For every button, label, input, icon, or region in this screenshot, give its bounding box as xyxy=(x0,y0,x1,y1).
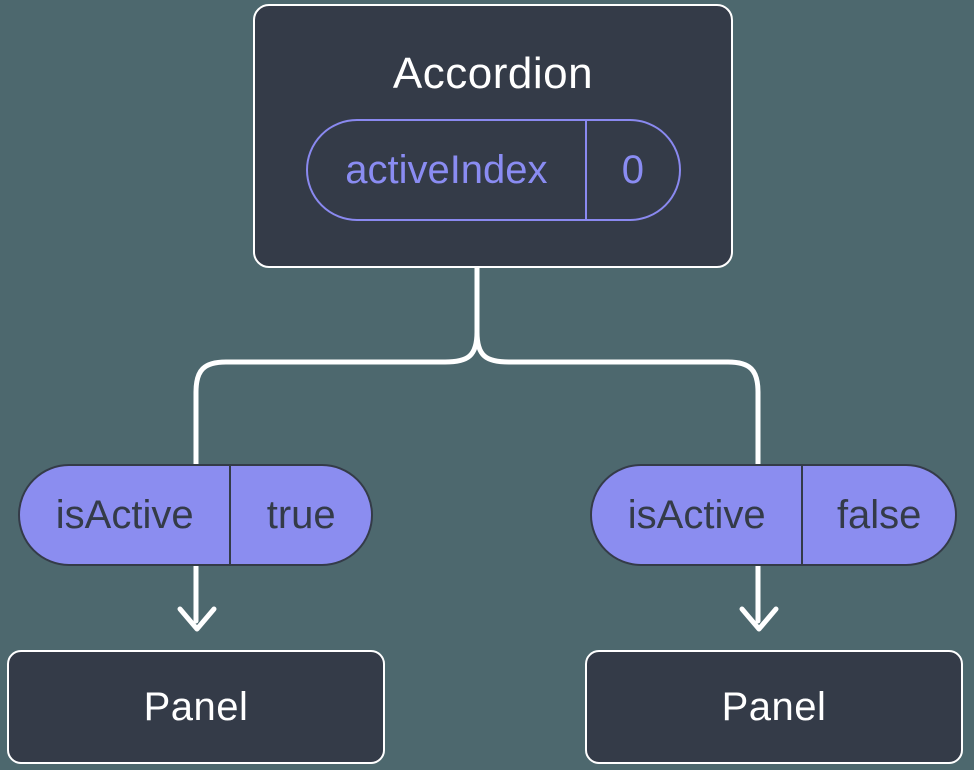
arrow-right-head-icon xyxy=(739,606,779,632)
arrow-left-head-icon xyxy=(177,606,217,632)
accordion-node-title: Accordion xyxy=(392,49,594,98)
prop-pill-left-value: true xyxy=(229,466,371,564)
panel-node-left-title: Panel xyxy=(143,684,249,729)
state-pill-name: activeIndex xyxy=(345,148,548,192)
panel-node-right-title: Panel xyxy=(721,684,827,729)
connector-branch-right xyxy=(474,329,761,469)
state-pill: activeIndex 0 xyxy=(306,119,681,221)
connector-branch-left xyxy=(193,329,480,469)
prop-pill-left-name: isActive xyxy=(55,493,194,537)
state-pill-value: 0 xyxy=(584,121,679,219)
panel-node-left: Panel xyxy=(7,650,385,764)
panel-node-right: Panel xyxy=(585,650,963,764)
prop-pill-right-value: false xyxy=(801,466,955,564)
accordion-node: Accordion activeIndex 0 xyxy=(253,4,733,268)
prop-pill-right-name: isActive xyxy=(627,493,766,537)
prop-pill-left: isActive true xyxy=(18,464,373,566)
prop-pill-right: isActive false xyxy=(590,464,957,566)
